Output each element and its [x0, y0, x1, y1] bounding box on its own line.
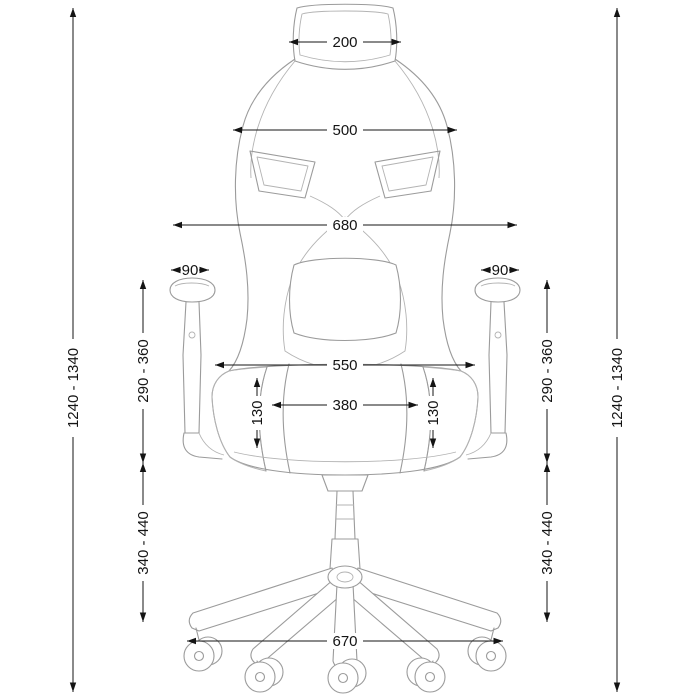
- dim-armrest-depth-left: 90: [171, 262, 209, 279]
- dim-armrest-height-left: 290 - 360: [135, 280, 152, 463]
- caster-wheel: [406, 657, 446, 693]
- dimension-annotations: 200 500 680 90 90 550: [65, 8, 626, 692]
- dim-seat-pad-height-left: 130: [249, 378, 266, 448]
- dim-label-armrest-height-right: 290 - 360: [539, 339, 556, 402]
- armrest-right: [465, 277, 521, 460]
- caster-wheel: [183, 627, 223, 672]
- dim-armrest-depth-right: 90: [481, 262, 519, 279]
- dim-label-seat-height-right: 340 - 440: [539, 511, 556, 574]
- dim-base-width: 670: [187, 633, 503, 650]
- dim-overall-height-right: 1240 - 1340: [609, 8, 626, 692]
- dim-backrest-width: 500: [233, 122, 457, 139]
- dim-label-armrest-depth-left: 90: [182, 262, 199, 279]
- dim-label-seat-pad-height-left: 130: [249, 400, 266, 425]
- dim-seat-height-right: 340 - 440: [539, 463, 556, 622]
- dim-seat-pad-height-right: 130: [425, 378, 442, 448]
- five-star-base: [188, 565, 502, 670]
- dim-label-overall-height-left: 1240 - 1340: [65, 348, 82, 428]
- dim-label-headrest-width: 200: [332, 34, 357, 51]
- backrest-cutout-right: [374, 150, 441, 199]
- armrest-left: [169, 277, 225, 460]
- dim-label-armrest-height-left: 290 - 360: [135, 339, 152, 402]
- armrest-pad-left: [169, 277, 216, 303]
- caster-wheel: [327, 658, 367, 694]
- base-hub: [327, 565, 363, 589]
- dim-armrest-height-right: 290 - 360: [539, 280, 556, 463]
- dim-label-armrest-depth-right: 90: [492, 262, 509, 279]
- dim-overall-height-left: 1240 - 1340: [65, 8, 82, 692]
- dim-headrest-width: 200: [289, 34, 401, 51]
- dim-overall-width: 680: [173, 217, 517, 234]
- caster-wheel: [467, 627, 507, 672]
- dim-label-backrest-width: 500: [332, 122, 357, 139]
- dim-seat-height-left: 340 - 440: [135, 463, 152, 622]
- dim-label-seat-pad-height-right: 130: [425, 400, 442, 425]
- dim-label-base-width: 670: [332, 633, 357, 650]
- dim-label-seat-width: 550: [332, 357, 357, 374]
- dim-label-overall-height-right: 1240 - 1340: [609, 348, 626, 428]
- dim-label-overall-width: 680: [332, 217, 357, 234]
- armrest-pad-right: [474, 277, 521, 303]
- lumbar-area: [282, 216, 408, 370]
- lumbar-pillow: [289, 257, 401, 341]
- backrest-cutout-left: [249, 150, 316, 199]
- dim-seat-width: 550: [215, 357, 475, 374]
- gas-lift: [321, 474, 369, 570]
- chair-drawing: [169, 3, 521, 694]
- caster-wheel: [244, 657, 284, 693]
- dim-label-seat-height-left: 340 - 440: [135, 511, 152, 574]
- dim-seat-inner-width: 380: [272, 397, 418, 414]
- dim-label-seat-inner-width: 380: [332, 397, 357, 414]
